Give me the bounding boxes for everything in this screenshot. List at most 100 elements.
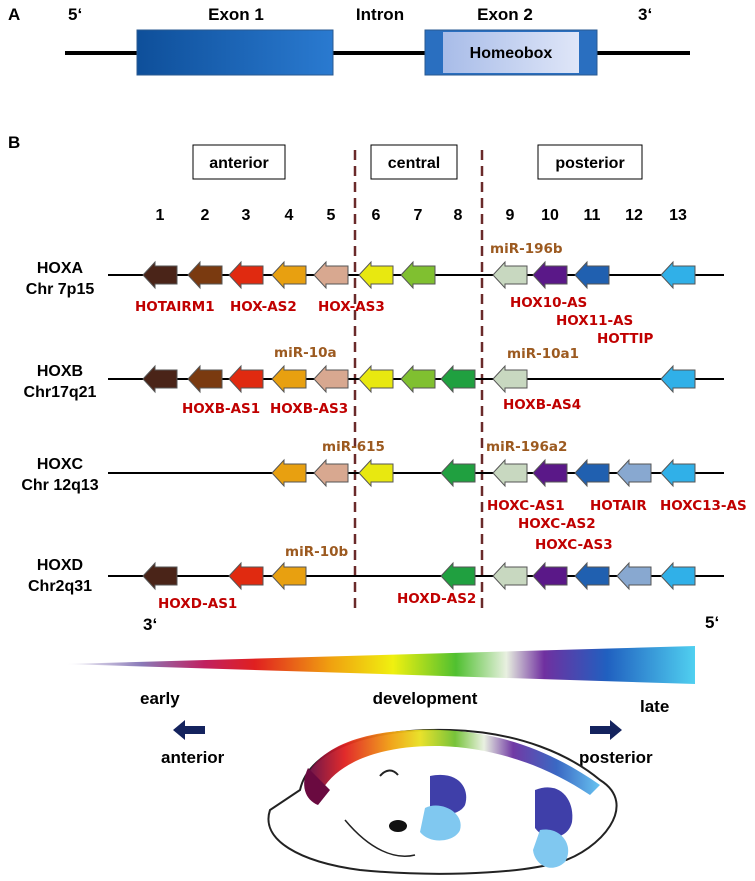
gene-arrow-hoxd-4 bbox=[271, 561, 307, 591]
gene-arrow-hoxb-2 bbox=[187, 364, 223, 394]
mirna-label: miR-10a1 bbox=[507, 346, 579, 362]
column-number: 11 bbox=[584, 207, 601, 224]
gene-arrow-hoxd-1 bbox=[142, 561, 178, 591]
intron-label: Intron bbox=[356, 5, 404, 24]
gene-arrow-hoxc-8 bbox=[440, 458, 476, 488]
development-label: development bbox=[373, 689, 478, 708]
three-prime-label-b: 3‘ bbox=[143, 615, 157, 634]
development-gradient bbox=[66, 646, 695, 684]
lncrna-label: HOXB-AS1 bbox=[182, 401, 260, 417]
gene-arrow-hoxb-3 bbox=[228, 364, 264, 394]
anterior-arrow-icon bbox=[173, 720, 205, 740]
gene-arrow-hoxb-9 bbox=[492, 364, 528, 394]
exon1-box bbox=[136, 29, 334, 76]
gene-arrow-hoxb-5 bbox=[313, 364, 349, 394]
gene-arrow-hoxa-3 bbox=[228, 260, 264, 290]
gene-arrow-hoxd-12 bbox=[616, 561, 652, 591]
column-number: 12 bbox=[625, 207, 643, 224]
exon2-label: Exon 2 bbox=[477, 5, 533, 24]
panel-b-label: B bbox=[8, 133, 20, 152]
gene-arrow-hoxa-5 bbox=[313, 260, 349, 290]
column-number: 9 bbox=[506, 207, 515, 224]
gene-arrow-hoxc-6 bbox=[358, 458, 394, 488]
embryo-illustration bbox=[267, 728, 618, 875]
gene-arrow-hoxb-6 bbox=[358, 364, 394, 394]
gene-arrow-hoxb-4 bbox=[271, 364, 307, 394]
gene-arrow-hoxc-13 bbox=[660, 458, 696, 488]
gene-arrow-hoxa-2 bbox=[187, 260, 223, 290]
cluster-name-hoxc: HOXC bbox=[37, 456, 84, 473]
mirna-label: miR-10a bbox=[274, 345, 337, 361]
panel-a-label: A bbox=[8, 5, 20, 24]
gene-arrow-hoxb-13 bbox=[660, 364, 696, 394]
column-number: 8 bbox=[454, 207, 463, 224]
column-number: 13 bbox=[669, 207, 687, 224]
mirna-label: miR-196a2 bbox=[486, 439, 567, 455]
lncrna-label: HOXB-AS4 bbox=[503, 397, 581, 413]
cluster-chr-hoxc: Chr 12q13 bbox=[21, 477, 98, 494]
lncrna-label: HOXC-AS2 bbox=[518, 516, 596, 532]
gene-arrow-hoxc-5 bbox=[313, 458, 349, 488]
lncrna-label: HOXD-AS2 bbox=[397, 591, 476, 607]
column-number: 1 bbox=[156, 207, 165, 224]
gene-arrow-hoxb-1 bbox=[142, 364, 178, 394]
late-label: late bbox=[640, 697, 669, 716]
cluster-name-hoxb: HOXB bbox=[37, 363, 83, 380]
gene-arrows bbox=[142, 260, 696, 591]
anterior-box bbox=[192, 144, 286, 180]
cluster-name-hoxd: HOXD bbox=[37, 557, 83, 574]
gene-arrow-hoxd-11 bbox=[574, 561, 610, 591]
column-number: 7 bbox=[414, 207, 423, 224]
column-number: 4 bbox=[285, 207, 294, 224]
lncrna-label: HOX10-AS bbox=[510, 295, 587, 311]
gene-arrow-hoxa-4 bbox=[271, 260, 307, 290]
gene-arrow-hoxc-4 bbox=[271, 458, 307, 488]
posterior-arrow-icon bbox=[590, 720, 622, 740]
gene-arrow-hoxd-8 bbox=[440, 561, 476, 591]
gene-arrow-hoxa-11 bbox=[574, 260, 610, 290]
gene-arrow-hoxc-9 bbox=[492, 458, 528, 488]
lncrna-label: HOX-AS2 bbox=[230, 299, 297, 315]
lncrna-label: HOXD-AS1 bbox=[158, 596, 237, 612]
lncrna-label: HOXC-AS1 bbox=[487, 498, 565, 514]
gene-arrow-hoxd-10 bbox=[532, 561, 568, 591]
gene-arrow-hoxa-6 bbox=[358, 260, 394, 290]
gene-arrow-hoxb-8 bbox=[440, 364, 476, 394]
gene-arrow-hoxc-11 bbox=[574, 458, 610, 488]
lncrna-label: HOX-AS3 bbox=[318, 299, 385, 315]
gene-arrow-hoxd-13 bbox=[660, 561, 696, 591]
column-number: 2 bbox=[201, 207, 210, 224]
central-box bbox=[370, 144, 458, 180]
gene-arrow-hoxc-10 bbox=[532, 458, 568, 488]
lncrna-label: HOXB-AS3 bbox=[270, 401, 348, 417]
gene-arrow-hoxd-3 bbox=[228, 561, 264, 591]
mirna-label: miR-10b bbox=[285, 544, 348, 560]
gene-arrow-hoxa-10 bbox=[532, 260, 568, 290]
gene-arrow-hoxa-7 bbox=[400, 260, 436, 290]
region-anterior: anterior bbox=[209, 155, 269, 172]
column-number: 3 bbox=[242, 207, 251, 224]
lncrna-label: HOTAIRM1 bbox=[135, 299, 215, 315]
mirna-label: miR-196b bbox=[490, 241, 563, 257]
homeobox-box bbox=[443, 32, 579, 73]
posterior-label: posterior bbox=[579, 748, 653, 767]
cluster-chr-hoxd: Chr2q31 bbox=[28, 578, 92, 595]
posterior-box bbox=[537, 144, 643, 180]
three-prime-label-a: 3‘ bbox=[638, 5, 652, 24]
cluster-chr-hoxa: Chr 7p15 bbox=[26, 281, 95, 298]
homeobox-label: Homeobox bbox=[470, 45, 553, 62]
lncrna-label: HOTAIR bbox=[590, 498, 647, 514]
cluster-chr-hoxb: Chr17q21 bbox=[24, 384, 97, 401]
cluster-name-hoxa: HOXA bbox=[37, 260, 84, 277]
five-prime-label-b: 5‘ bbox=[705, 613, 719, 632]
gene-arrow-hoxb-7 bbox=[400, 364, 436, 394]
lncrna-label: HOTTIP bbox=[597, 331, 654, 347]
five-prime-label-a: 5‘ bbox=[68, 5, 82, 24]
gene-arrow-hoxc-12 bbox=[616, 458, 652, 488]
mirna-label: miR-615 bbox=[322, 439, 385, 455]
early-label: early bbox=[140, 689, 180, 708]
lncrna-label: HOX11-AS bbox=[556, 313, 633, 329]
region-posterior: posterior bbox=[555, 155, 624, 172]
anterior-label: anterior bbox=[161, 748, 225, 767]
